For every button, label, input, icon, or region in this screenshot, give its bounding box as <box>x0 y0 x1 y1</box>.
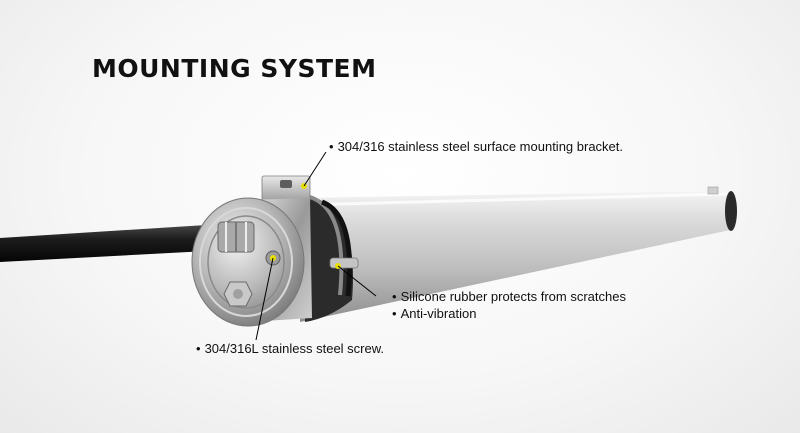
bullet-icon: • <box>392 306 397 321</box>
callout-screw: •304/316L stainless steel screw. <box>196 341 385 356</box>
callout-rubber: •Silicone rubber protects from scratches <box>392 289 626 304</box>
rubber-rings <box>305 195 354 322</box>
callout-vibration: •Anti-vibration <box>392 306 477 321</box>
bullet-icon: • <box>329 139 334 154</box>
power-cable <box>0 224 226 262</box>
bullet-icon: • <box>196 341 201 356</box>
bullet-icon: • <box>392 289 397 304</box>
screws <box>223 250 281 341</box>
light-tube <box>299 186 737 322</box>
page-title: MOUNTING SYSTEM <box>92 54 377 83</box>
clamp-screw <box>329 257 377 297</box>
cable-gland <box>217 221 255 253</box>
mounting-bracket <box>261 151 327 203</box>
end-cap <box>191 197 312 327</box>
callout-bracket: •304/316 stainless steel surface mountin… <box>329 139 624 154</box>
